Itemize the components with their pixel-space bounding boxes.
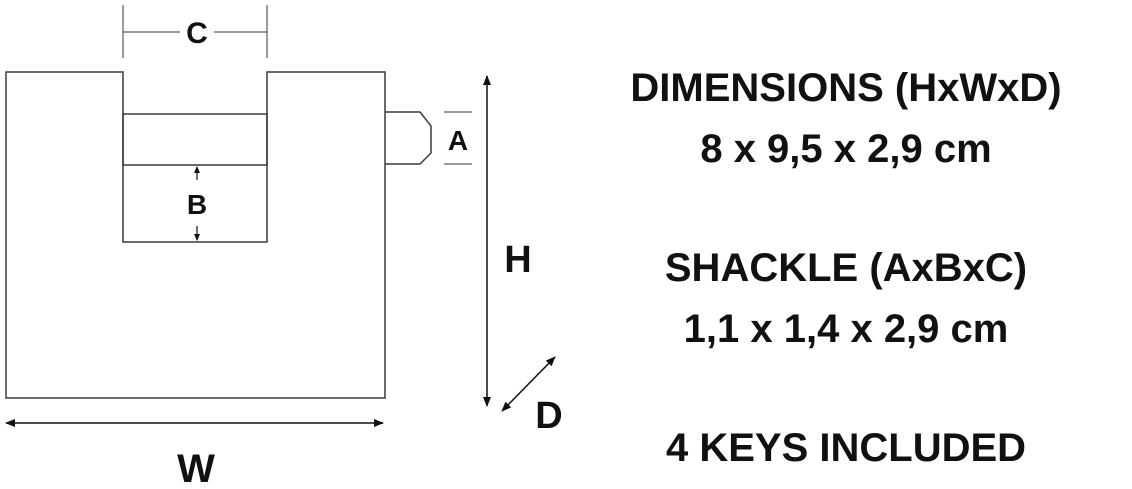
lock-body-outline [5, 71, 386, 399]
dimension-c-label: C [186, 17, 208, 50]
dimension-h-label: H [504, 239, 531, 281]
key-cylinder [385, 111, 432, 165]
dimensions-title: DIMENSIONS (HxWxD) [630, 66, 1062, 110]
shackle-bar [122, 113, 268, 166]
shackle-title: SHACKLE (AxBxC) [664, 246, 1028, 290]
dimension-d-label: D [535, 395, 562, 437]
dimensions-value: 8 x 9,5 x 2,9 cm [700, 127, 992, 171]
dimension-b-label: B [187, 189, 207, 220]
keys-included-note: 4 KEYS INCLUDED [665, 426, 1027, 470]
dimension-w-label: W [177, 447, 215, 489]
dimension-d-arrow [501, 356, 556, 412]
shackle-value: 1,1 x 1,4 x 2,9 cm [683, 307, 1009, 351]
specifications-panel: DIMENSIONS (HxWxD) 8 x 9,5 x 2,9 cm SHAC… [560, 0, 1132, 489]
dimension-a-label: A [448, 125, 468, 156]
